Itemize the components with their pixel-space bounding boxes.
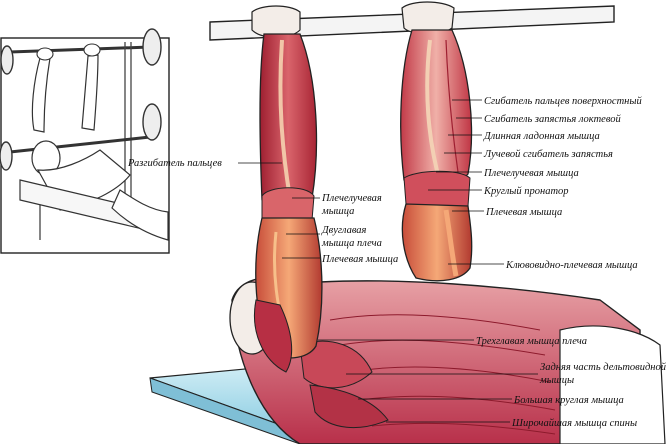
label-brachialis-left: Плечевая мышца (321, 254, 398, 265)
label-flexor-digitorum-superficialis: Сгибатель пальцев поверхностный (484, 96, 642, 107)
right-arm (400, 1, 473, 282)
label-flexor-carpi-radialis: Лучевой сгибатель запястья (483, 149, 613, 160)
label-teres-major: Большая круглая мышца (513, 395, 624, 406)
label-brachialis-right: Плечевая мышца (485, 207, 562, 218)
label-triceps: Трехглавая мышца плеча (476, 336, 587, 347)
labels: Сгибатель пальцев поверхностный Сгибател… (127, 96, 667, 429)
label-posterior-deltoid-1: Задняя часть дельтовидной (540, 362, 667, 373)
label-brachioradialis-left-1: Плечелучевая (321, 193, 382, 204)
label-flexor-carpi-ulnaris: Сгибатель запястья локтевой (484, 114, 621, 125)
label-pronator-teres: Круглый пронатор (483, 186, 569, 197)
leader-lines (238, 99, 538, 423)
label-posterior-deltoid-2: мышцы (539, 375, 574, 386)
label-extensor-digitorum: Разгибатель пальцев (127, 158, 222, 169)
label-latissimus-dorsi: Широчайшая мышца спины (511, 418, 637, 429)
left-arm (251, 5, 323, 373)
label-biceps-1: Двуглавая (321, 225, 367, 236)
label-biceps-2: мышца плеча (321, 238, 382, 249)
label-brachioradialis-right: Плечелучевая мышца (483, 168, 579, 179)
inset-sketch (0, 28, 170, 254)
label-coracobrachialis: Клювовидно-плечевая мышца (505, 260, 638, 271)
label-brachioradialis-left-2: мышца (321, 206, 354, 217)
label-palmaris-longus: Длинная ладонная мышца (483, 131, 600, 142)
